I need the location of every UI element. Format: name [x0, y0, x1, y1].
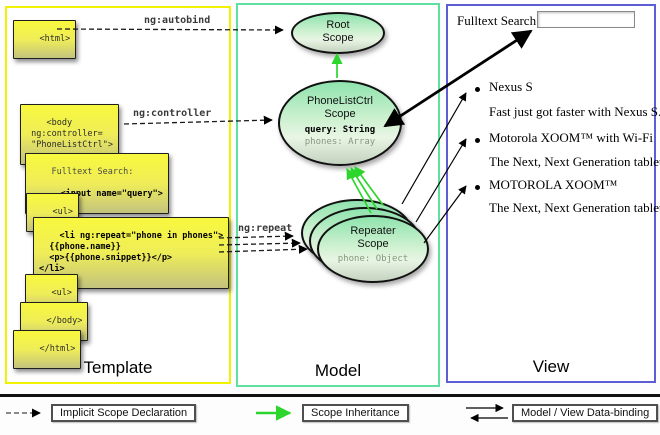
- view-item-desc: The Next, Next Generation tablet.: [489, 154, 660, 169]
- phone-object-prop: phone: Object: [337, 254, 409, 264]
- phones-array-prop: phones: Array: [304, 137, 376, 147]
- phonelistctrl-scope-ellipse: PhoneListCtrl Scope query: String phones…: [278, 80, 402, 166]
- legend-scope-inheritance: Scope Inheritance: [302, 404, 409, 422]
- html-close-code: </html>: [39, 344, 76, 354]
- legend-model-view-data-binding: Model / View Data-binding: [512, 404, 659, 422]
- view-item-name: MOTOROLA XOOM™: [489, 177, 618, 192]
- repeater-scope-title: Repeater Scope: [350, 225, 396, 250]
- body-open-code: <body ng:controller= "PhoneListCtrl">: [31, 118, 113, 150]
- phonelistctrl-scope-title: PhoneListCtrl Scope: [306, 95, 374, 120]
- view-item-name: Nexus S: [489, 79, 533, 94]
- view-item-desc: The Next, Next Generation tablet.: [489, 200, 660, 215]
- query-string-prop: query: String: [304, 125, 376, 135]
- body-close-code: </body>: [46, 316, 83, 326]
- ul-open-code: <ul>: [52, 207, 73, 217]
- legend-implicit-scope-declaration: Implicit Scope Declaration: [51, 404, 197, 422]
- html-open-tag-box: <html>: [13, 20, 77, 59]
- ng-repeat-label: ng:repeat: [238, 223, 293, 234]
- fulltext-search-input[interactable]: [537, 11, 635, 28]
- view-column: View: [446, 4, 656, 383]
- view-search-label: Fulltext Search:: [457, 13, 540, 28]
- model-column: Model: [236, 3, 440, 387]
- html-close-tag-box: </html>: [13, 330, 82, 369]
- li-repeat-code: <li ng:repeat="phone in phones"> {{phone…: [39, 231, 224, 274]
- ng-autobind-label: ng:autobind: [144, 15, 211, 26]
- bullet-icon: [475, 185, 480, 190]
- template-column-label: Template: [83, 358, 153, 377]
- root-scope-title: Root Scope: [322, 19, 354, 44]
- legend-separator-line: [0, 394, 660, 397]
- ul-close-code: <ul>: [51, 288, 72, 298]
- repeater-scope-ellipse-front: Repeater Scope phone: Object: [317, 215, 429, 283]
- bullet-icon: [475, 138, 480, 143]
- ng-controller-label: ng:controller: [133, 108, 212, 119]
- fulltext-label-code: Fulltext Search:: [51, 167, 134, 177]
- view-item-name: Motorola XOOM™ with Wi-Fi: [489, 130, 654, 145]
- view-item-desc: Fast just got faster with Nexus S.: [489, 104, 660, 119]
- view-column-label: View: [532, 357, 570, 376]
- model-column-label: Model: [314, 361, 362, 380]
- html-open-code: <html>: [39, 34, 71, 44]
- li-repeat-code-box: <li ng:repeat="phone in phones"> {{phone…: [33, 217, 230, 289]
- root-scope-ellipse: Root Scope: [291, 12, 385, 54]
- bullet-icon: [475, 87, 480, 92]
